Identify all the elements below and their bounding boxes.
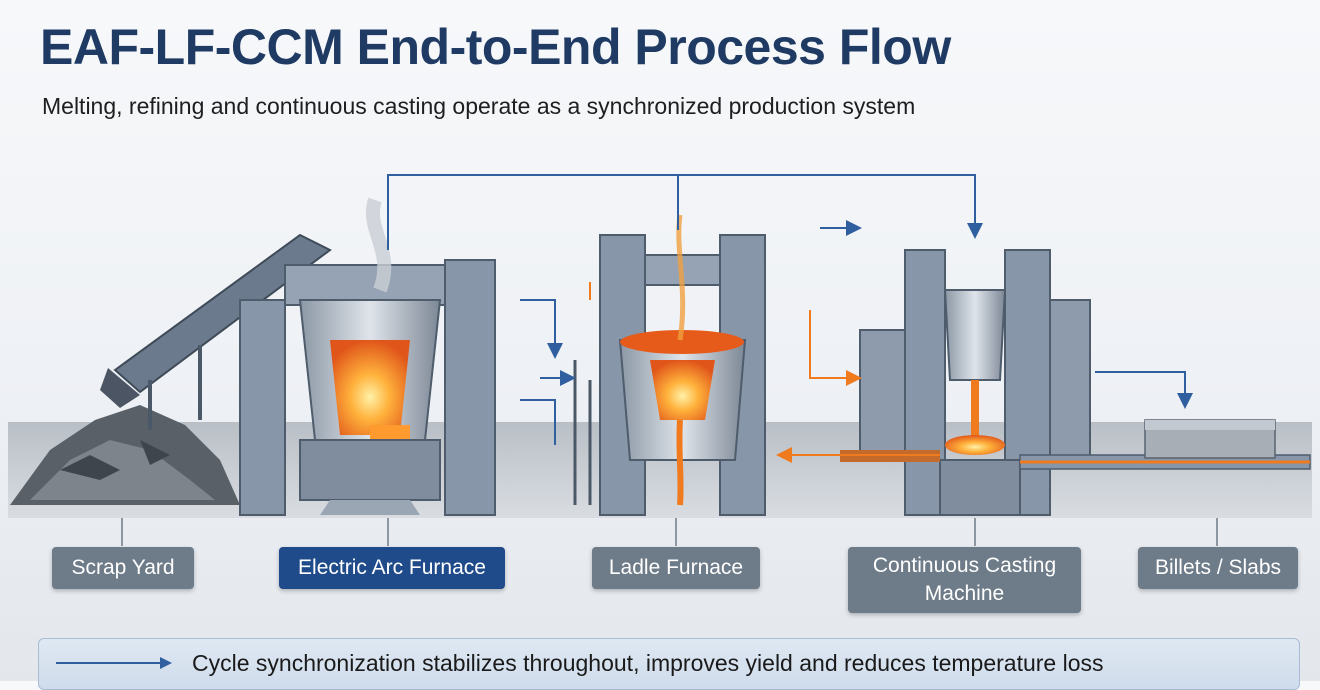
continuous-casting-machine-illustration bbox=[859, 249, 1091, 516]
ladle-furnace-illustration bbox=[573, 214, 766, 516]
control-flow-lines bbox=[387, 174, 1193, 445]
electric-arc-furnace-illustration bbox=[239, 197, 496, 516]
stage-scrap-yard: Scrap Yard bbox=[52, 547, 194, 589]
stage-ladle-furnace: Ladle Furnace bbox=[592, 547, 760, 589]
material-flow-lines bbox=[589, 282, 940, 463]
scrap-pile bbox=[10, 405, 240, 505]
label-connectors bbox=[121, 518, 1218, 546]
billet-runout bbox=[840, 419, 1311, 470]
summary-banner-text: Cycle synchronization stabilizes through… bbox=[192, 650, 1104, 676]
stage-billets-slabs: Billets / Slabs bbox=[1138, 547, 1298, 589]
stage-continuous-casting-machine: Continuous Casting Machine bbox=[848, 547, 1081, 613]
stage-electric-arc-furnace: Electric Arc Furnace bbox=[279, 547, 505, 589]
process-illustration bbox=[8, 174, 1312, 546]
page-subtitle: Melting, refining and continuous casting… bbox=[42, 93, 916, 119]
page-title: EAF-LF-CCM End-to-End Process Flow bbox=[40, 19, 951, 75]
arrow-right-icon bbox=[56, 657, 172, 669]
